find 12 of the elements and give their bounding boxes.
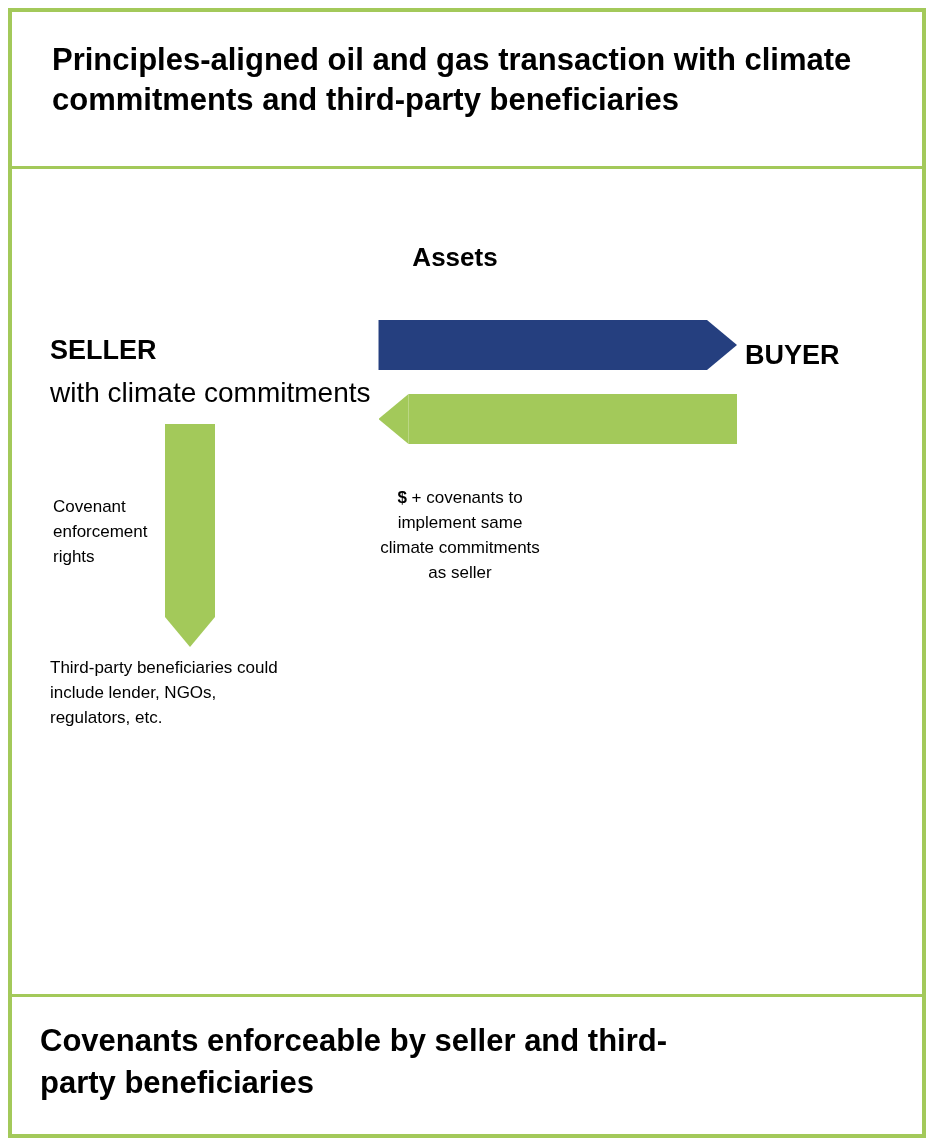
- block-arrow: [165, 424, 215, 647]
- node-heading: SELLER: [50, 334, 158, 367]
- node-heading: BUYER: [745, 339, 840, 372]
- edge-label: $ + covenants to implement same climate commitments as seller: [379, 487, 541, 584]
- title: Principles-aligned oil and gas transaction with climate commitments and third-party beneficiaries: [52, 41, 853, 119]
- edge-label: Covenant enforcement rights: [53, 496, 149, 568]
- caption: Covenants enforceable by seller and third-party beneficiaries: [40, 1022, 669, 1102]
- edge-label: Assets: [411, 241, 499, 274]
- block-arrow: [378, 320, 737, 370]
- block-arrow: [378, 394, 737, 444]
- node-subtitle: with climate commitments: [50, 376, 371, 410]
- node-text: Third-party beneficiaries could include lender, NGOs, regulators, etc.: [50, 657, 279, 729]
